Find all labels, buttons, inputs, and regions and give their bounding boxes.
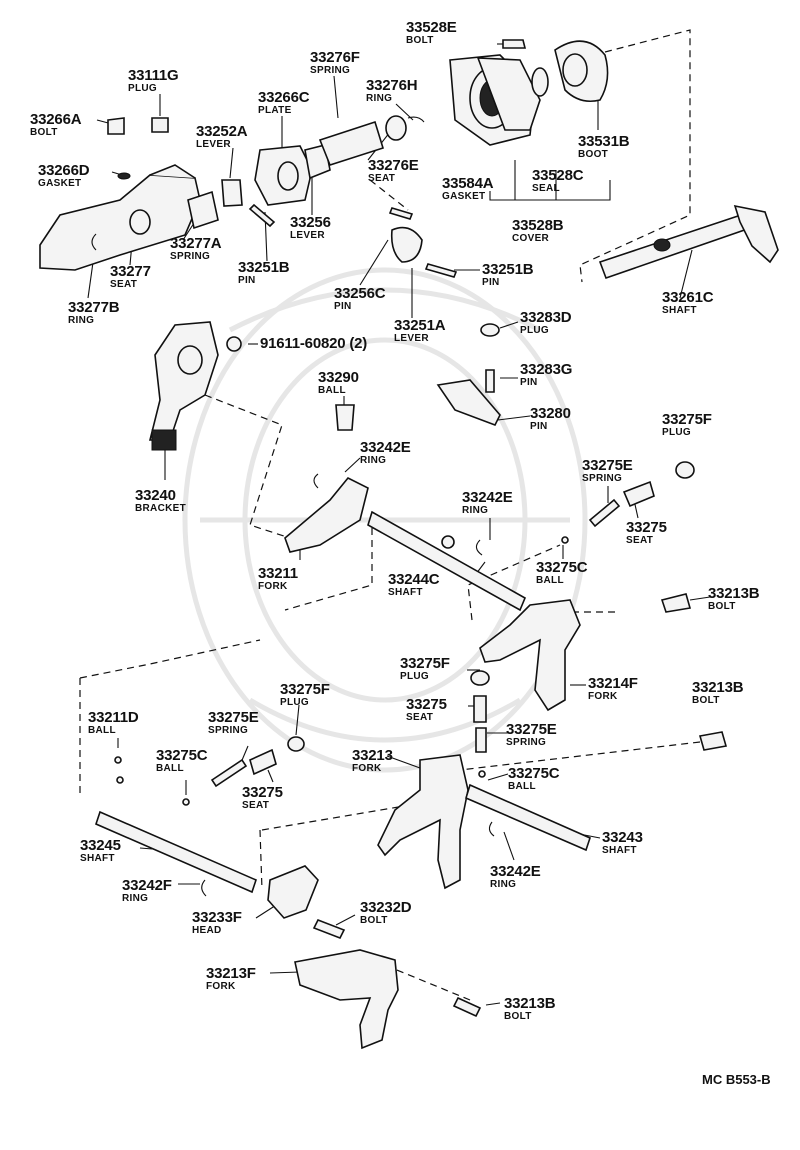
fork-33213-and-shaft-33243 — [377, 754, 591, 890]
assembly-guide-lines — [79, 29, 701, 1001]
left-spring-stack-and-shaft-33245 — [95, 736, 305, 897]
cover-assembly — [449, 39, 609, 146]
fork-33211-and-shaft-33244C — [284, 476, 527, 612]
bracket-33240 — [148, 321, 242, 451]
fork-33213F — [294, 949, 482, 1050]
callout-91611-60820: 91611-60820 (2) — [260, 335, 368, 352]
transmission-case — [39, 117, 201, 271]
shift-lever-parts — [187, 115, 458, 278]
center-small-parts — [313, 323, 695, 556]
shaft-33261C — [598, 204, 779, 280]
head-33233F — [267, 865, 346, 940]
diagram-code: MC B553-B — [702, 1072, 771, 1087]
fork-33214F — [479, 593, 692, 712]
center-spring-stack — [470, 670, 728, 753]
